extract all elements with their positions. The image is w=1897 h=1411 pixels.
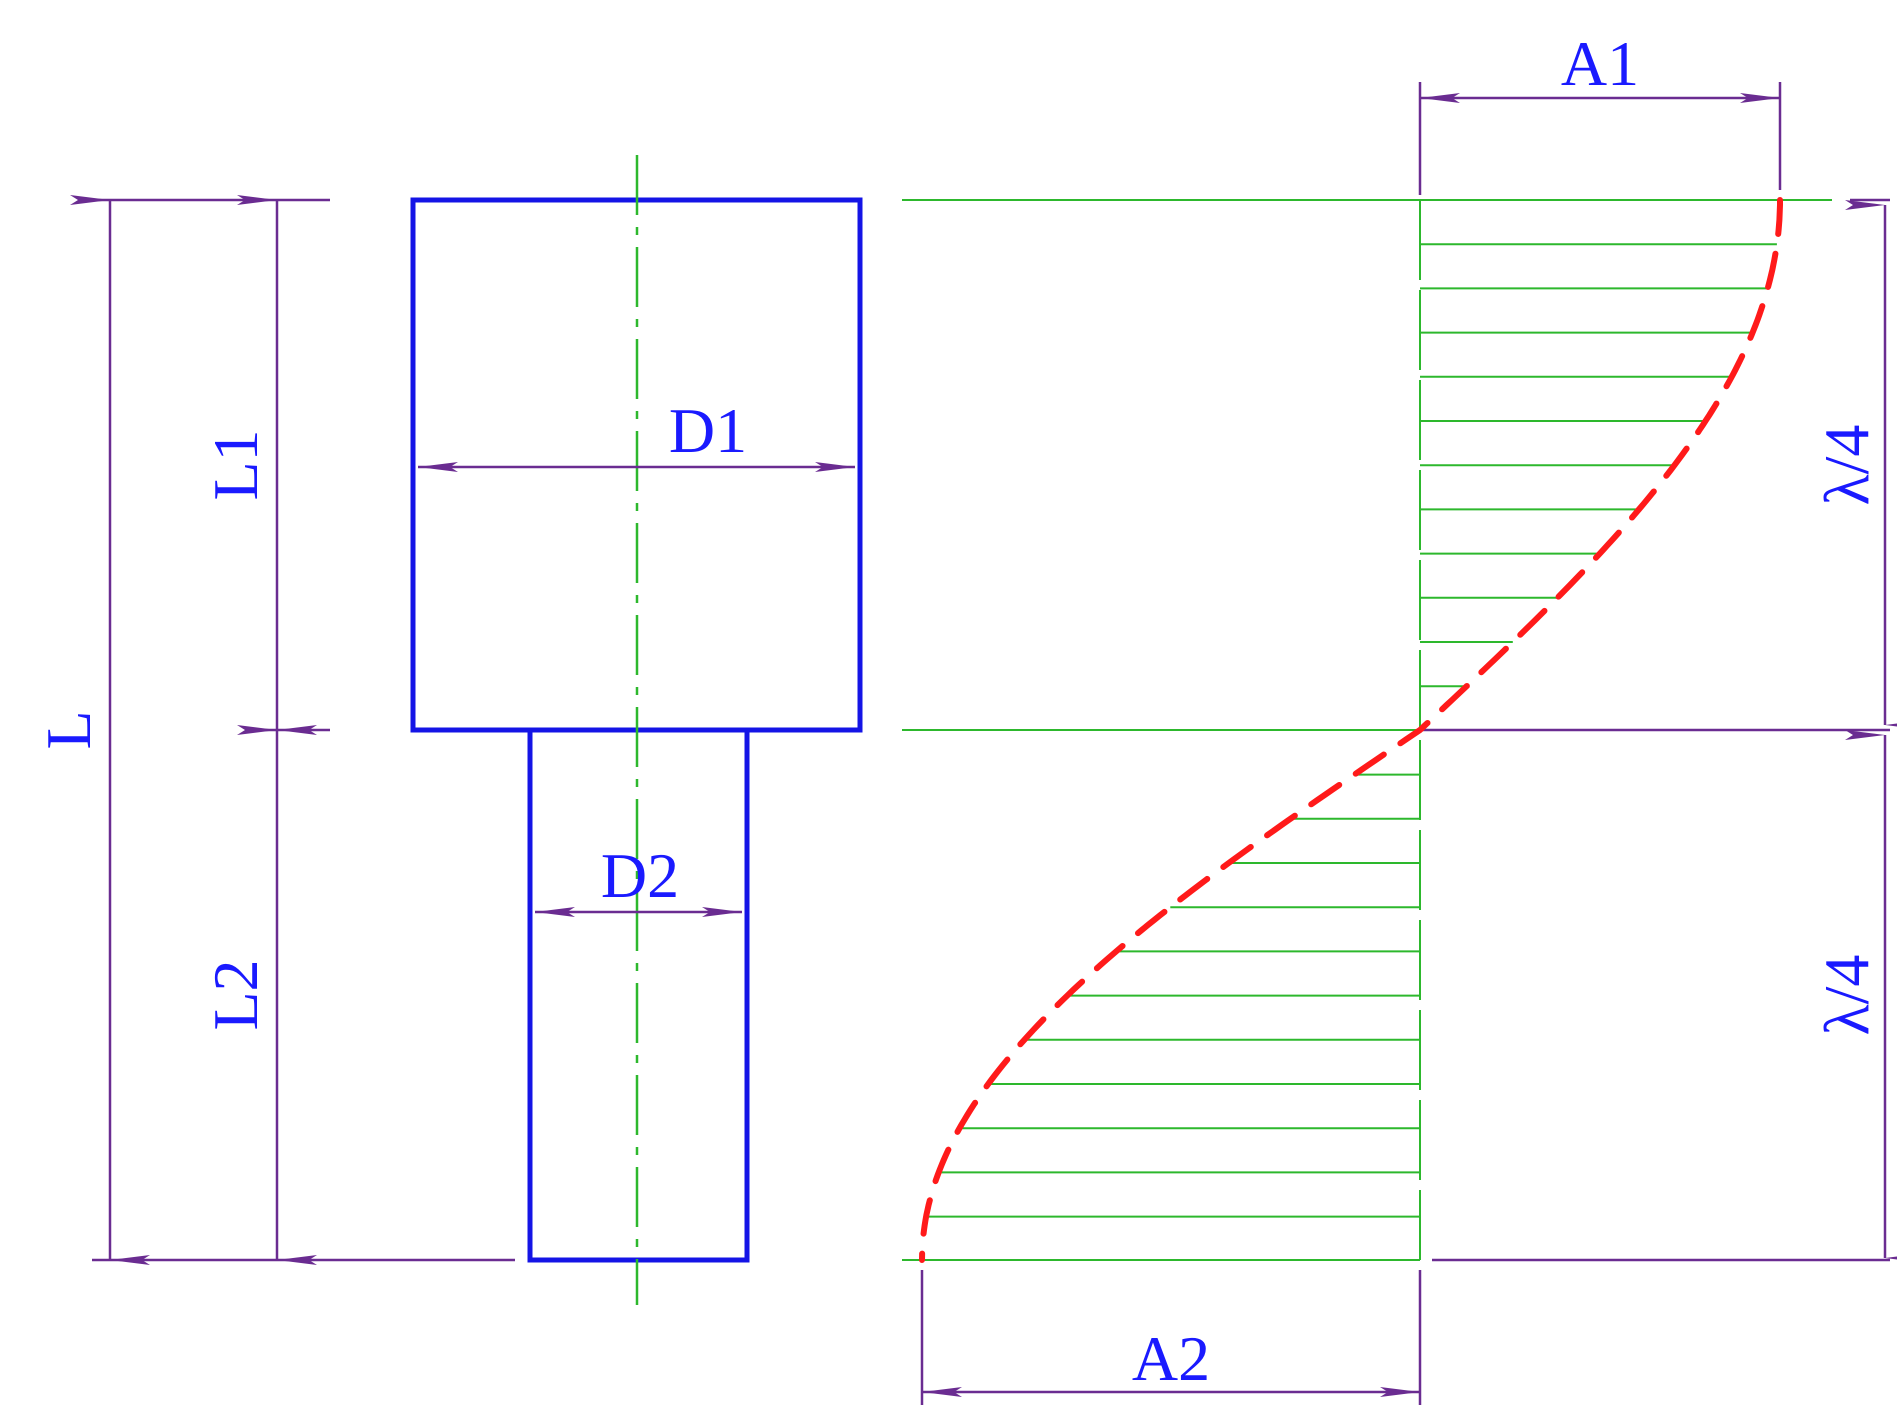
- label-quarter-bottom: λ/4: [1811, 955, 1882, 1036]
- label-L1: L1: [200, 429, 271, 500]
- amplitude-curve: [919, 197, 1783, 1263]
- label-quarter-top: λ/4: [1811, 425, 1882, 506]
- label-D2: D2: [601, 840, 679, 911]
- dimension-L1: L1: [200, 195, 317, 735]
- dimension-A2: A2: [920, 1270, 1422, 1405]
- dimension-D1: D1: [418, 395, 855, 472]
- dimension-D2: D2: [535, 840, 742, 917]
- label-A2: A2: [1132, 1323, 1210, 1394]
- label-L: L: [33, 710, 104, 749]
- label-A1: A1: [1561, 28, 1639, 99]
- dimension-L2: L2: [200, 725, 317, 1265]
- dimension-A1: A1: [1418, 28, 1782, 195]
- reference-lines: [902, 198, 1890, 1262]
- dimension-quarter-wave-bottom: λ/4: [1811, 730, 1897, 1263]
- dimension-L: L: [33, 195, 150, 1265]
- small-section: [527, 727, 750, 1263]
- amplitude-hatching: [926, 243, 1777, 1218]
- label-L2: L2: [200, 959, 271, 1030]
- dimension-quarter-wave-top: λ/4: [1811, 200, 1897, 730]
- label-D1: D1: [669, 395, 747, 466]
